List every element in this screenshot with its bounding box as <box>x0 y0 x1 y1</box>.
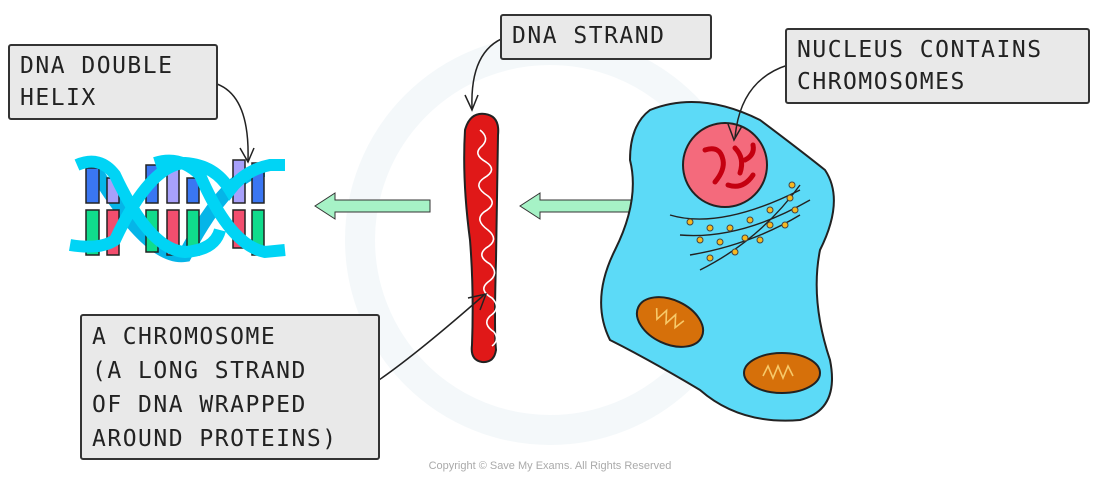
label-line: AROUND PROTEINS) <box>92 426 338 452</box>
dna-double-helix-icon <box>69 154 286 263</box>
label-line: A CHROMOSOME <box>92 324 277 350</box>
cell-icon <box>600 101 835 422</box>
endoplasmic-reticulum-icon <box>669 181 811 271</box>
label-chromosome: A CHROMOSOME (A LONG STRAND OF DNA WRAPP… <box>80 314 380 460</box>
mitochondrion-icon <box>743 352 821 394</box>
label-line: CHROMOSOMES <box>797 69 966 95</box>
label-dna-double-helix: DNA DOUBLE HELIX <box>8 44 218 120</box>
label-line: OF DNA WRAPPED <box>92 392 307 418</box>
copyright-notice: Copyright © Save My Exams. All Rights Re… <box>428 460 672 472</box>
label-line: DNA STRAND <box>512 23 666 49</box>
label-line: HELIX <box>20 85 97 111</box>
label-nucleus: NUCLEUS CONTAINS CHROMOSOMES <box>785 28 1090 104</box>
label-dna-strand: DNA STRAND <box>500 14 712 60</box>
arrow-left-icon <box>314 192 431 220</box>
label-line: DNA DOUBLE <box>20 53 174 79</box>
chromosome-icon <box>463 112 500 364</box>
label-line: (A LONG STRAND <box>92 358 307 384</box>
arrow-left-icon <box>519 192 637 220</box>
mitochondrion-icon <box>635 296 705 348</box>
label-line: NUCLEUS CONTAINS <box>797 37 1043 63</box>
